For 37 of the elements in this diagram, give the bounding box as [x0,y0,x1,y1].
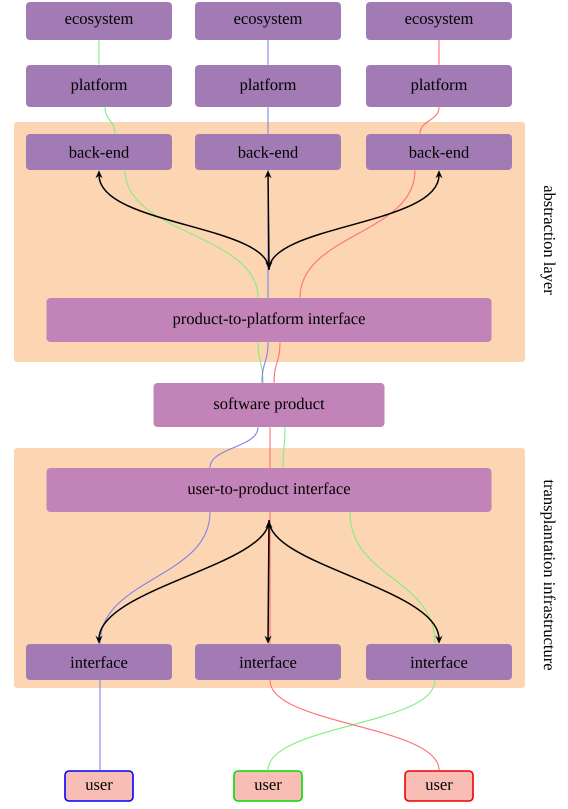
connector-line [124,170,259,298]
user-box: user [404,770,474,802]
interface-box: user-to-product interface [46,468,492,512]
connector-line [98,40,100,65]
interface-box: interface [26,644,172,680]
connector-line [267,40,269,65]
product-box: software product [154,383,384,427]
user-box: user [64,770,134,802]
ecosystem-box: ecosystem [195,2,341,40]
connector-line [419,107,440,134]
connector-line [269,512,271,644]
connector-line [99,512,211,644]
connector-line [257,342,264,383]
ecosystem-box: ecosystem [366,2,512,40]
user-box: user [233,770,303,802]
connector-line [99,680,101,770]
connector-line [261,342,269,383]
connector-line [269,427,271,468]
interface-box: interface [195,644,341,680]
connector-line [209,427,259,468]
platform-box: platform [195,65,341,107]
node-label: abstraction layer [540,186,556,295]
connector-line [273,342,281,383]
back-end-box: back-end [366,134,512,170]
platform-box: platform [26,65,172,107]
back-end-box: back-end [195,134,341,170]
interface-box: product-to-platform interface [46,298,492,342]
node-label: transplantation infrastructure [540,480,556,670]
ecosystem-box: ecosystem [26,2,172,40]
connector-line [282,427,286,468]
connector-line [299,170,416,298]
interface-box: interface [366,644,512,680]
connector-line [438,40,440,65]
platform-box: platform [366,65,512,107]
back-end-box: back-end [26,134,172,170]
connector-line [267,107,269,134]
connector-line [349,512,436,644]
